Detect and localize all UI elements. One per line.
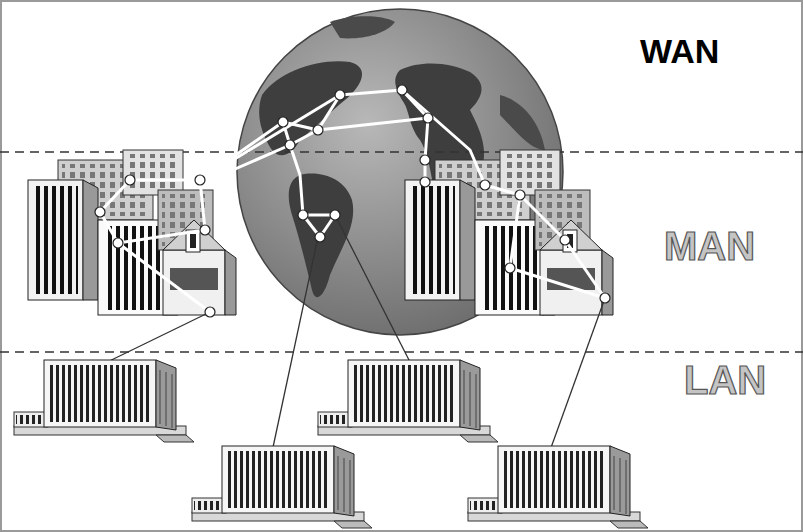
section-label-box: WAN (640, 34, 719, 68)
section-label-box: LAN (684, 360, 766, 400)
section-label-box: MAN (664, 226, 755, 266)
section-label: MAN (664, 226, 755, 266)
section-label: WAN (640, 34, 719, 68)
section-label: LAN (684, 360, 766, 400)
